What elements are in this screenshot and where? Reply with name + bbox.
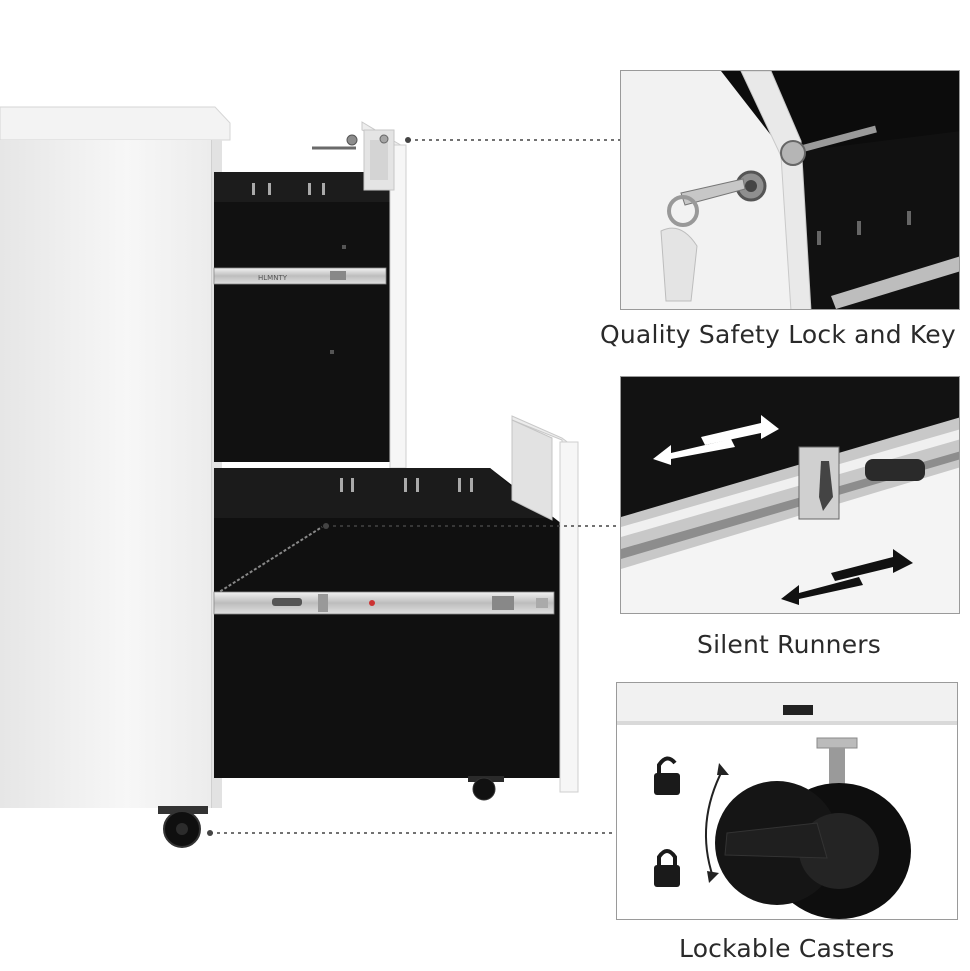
runners-detail-panel [620,376,960,614]
runners-caption: Silent Runners [697,630,882,659]
casters-caption: Lockable Casters [679,934,895,963]
cabinet-caster [158,806,208,848]
lock-detail-panel [620,70,960,310]
lock-icon [654,849,680,887]
unlock-icon [654,756,680,795]
rotate-arrow-icon [704,768,724,878]
slide-brand-label: HLMNTY [258,274,288,282]
lock-caption: Quality Safety Lock and Key [600,320,956,349]
lower-drawer [213,415,579,801]
cabinet-illustration: HLMNTY [0,106,620,848]
casters-detail-panel [616,682,958,920]
cabinet-body [0,106,231,808]
arrow-right-icon [701,415,779,445]
arrow-left-icon [653,439,735,465]
arrow-left-icon-lower [781,577,863,605]
arrow-right-icon-lower [831,549,913,581]
upper-drawer: HLMNTY [213,121,407,469]
key-icon [680,178,746,206]
